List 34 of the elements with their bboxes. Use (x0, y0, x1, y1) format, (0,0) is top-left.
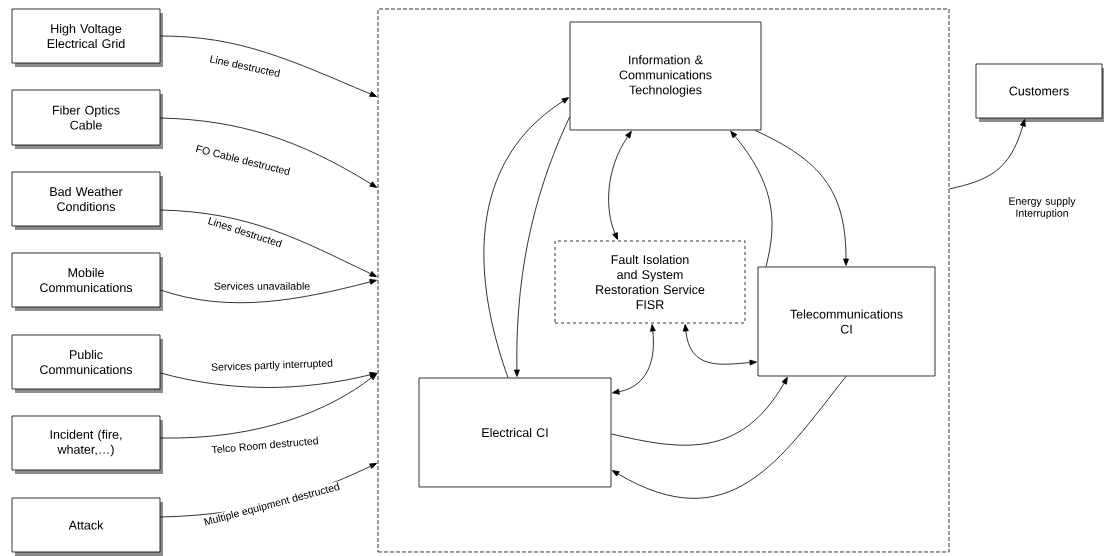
edge-label: Line destructed (207, 53, 283, 79)
edge-label: Services partly interrupted (209, 357, 335, 375)
arrow (160, 373, 378, 439)
source-box: Incident (fire, whater,…) (11, 415, 163, 474)
edge-label: Energy supply Interruption (1001, 196, 1083, 220)
arrow (611, 376, 788, 446)
system-boundary-box (377, 8, 950, 553)
arrow (513, 116, 570, 377)
edge-label: Services unavailable (212, 281, 312, 291)
arrow (730, 130, 773, 267)
process-box: Electrical CI (418, 377, 612, 488)
arrow (160, 371, 377, 388)
source-box: Mobile Communications (11, 252, 163, 311)
arrow (160, 117, 378, 188)
source-box: Public Communications (11, 334, 163, 393)
arrow (612, 324, 656, 395)
process-box: Information & Communications Technologies (569, 21, 762, 131)
source-box: Fiber Optics Cable (11, 89, 163, 149)
arrow (949, 119, 1026, 190)
arrow (160, 209, 377, 277)
process-box: Telecommunications CI (757, 266, 936, 377)
service-box: Fault Isolation and System Restoration Service FISR (554, 240, 746, 324)
arrow (483, 97, 570, 378)
arrow (160, 279, 377, 304)
arrow (682, 324, 757, 366)
source-box: Bad Weather Conditions (11, 171, 163, 230)
arrow (160, 35, 377, 97)
source-box: Customers (975, 63, 1104, 122)
source-box: Attack (11, 497, 163, 556)
edge-label: Telco Room destructed (210, 435, 320, 455)
arrow (608, 130, 632, 240)
source-box: High Voltage Electrical Grid (11, 8, 163, 67)
arrow (612, 376, 847, 499)
arrow (754, 130, 849, 266)
